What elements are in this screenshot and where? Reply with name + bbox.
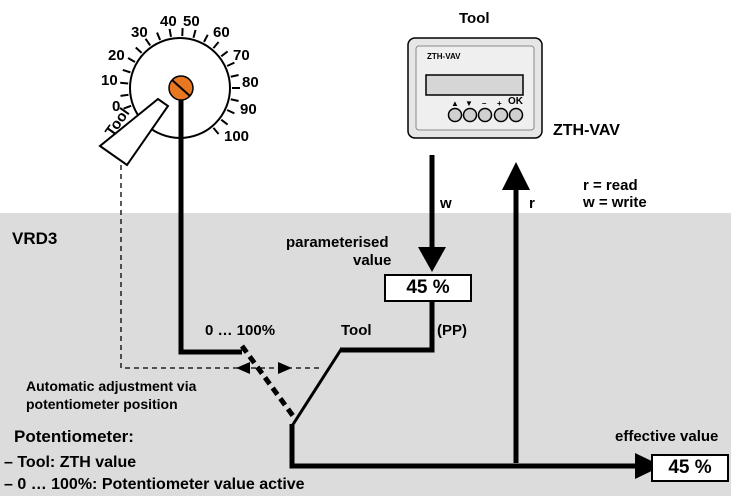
legend-write: w = write <box>583 194 647 211</box>
dial-tick <box>168 28 172 37</box>
dial-tick <box>220 50 229 58</box>
switch-range-label: 0 … 100% <box>205 322 276 339</box>
potentiometer-notes-title: Potentiometer: <box>14 427 134 446</box>
dial-tick <box>135 46 143 54</box>
device-button-label-ok: OK <box>508 96 523 107</box>
dial-tick <box>123 104 132 110</box>
dial-ticks <box>120 28 240 135</box>
dial-tick <box>122 69 131 74</box>
double-arrow-icon <box>236 362 292 374</box>
output-line <box>289 424 640 469</box>
dial-label-20: 20 <box>108 47 125 64</box>
device-buttons <box>447 107 524 123</box>
legend-read: r = read <box>583 177 638 194</box>
effective-value-box: 45 % <box>651 454 729 482</box>
dial-tick <box>127 57 136 63</box>
dial-tick <box>230 98 239 102</box>
dial-label-30: 30 <box>131 24 148 41</box>
dial-tick <box>144 38 151 46</box>
auto-adjust-dashed-line <box>120 165 322 369</box>
parameterised-value-label-line2: value <box>353 252 392 269</box>
dial-label-50: 50 <box>183 13 200 30</box>
dial-label-90: 90 <box>240 101 257 118</box>
dial-tick <box>192 29 197 39</box>
parameterised-value-box: 45 % <box>384 274 472 302</box>
write-arrow <box>418 155 446 272</box>
potentiometer-line <box>178 100 242 355</box>
parameterised-value-label-line1: parameterised <box>286 234 389 251</box>
write-arrow-label: w <box>440 195 452 212</box>
switch-contact-dashed <box>239 344 299 422</box>
pp-line <box>340 302 435 353</box>
system-label: VRD3 <box>12 229 58 248</box>
read-arrow-label: r <box>529 195 535 212</box>
device-button-label-minus: – <box>482 99 487 108</box>
potentiometer-notes-line2: – 0 … 100%: Potentiometer value active <box>4 476 305 493</box>
switch-contact-solid <box>290 347 344 427</box>
device-name: ZTH-VAV <box>553 122 620 139</box>
device-button-label-up: ▲ <box>451 99 459 108</box>
dial-tick <box>212 41 220 49</box>
dial-tick <box>156 32 162 41</box>
potentiometer-notes-line1: – Tool: ZTH value <box>4 454 137 471</box>
dial-tick <box>230 74 239 78</box>
device-button-label-plus: + <box>497 99 502 108</box>
dial-label-10: 10 <box>101 72 118 89</box>
device-screen-label: ZTH-VAV <box>427 52 461 61</box>
dial-tick <box>120 81 129 85</box>
device-button-label-down: ▼ <box>465 99 473 108</box>
dial-tick <box>220 118 229 126</box>
screwdriver-tool <box>98 75 194 167</box>
dial-tick <box>120 93 129 97</box>
tool-top-label: Tool <box>459 10 490 27</box>
dial-tick <box>203 34 209 43</box>
dial-tick <box>226 109 235 115</box>
read-arrow <box>502 162 530 463</box>
auto-adjust-line2: potentiometer position <box>26 396 178 412</box>
output-arrow-icon <box>635 453 662 479</box>
pp-label: (PP) <box>437 322 467 339</box>
dial-label-0: 0 <box>112 98 121 115</box>
dial-tick <box>212 127 220 135</box>
dial-label-60: 60 <box>213 24 230 41</box>
dial-tick <box>226 61 235 67</box>
auto-adjust-line1: Automatic adjustment via <box>26 378 197 394</box>
dial-label-70: 70 <box>233 47 250 64</box>
switch-tool-label: Tool <box>341 322 372 339</box>
zth-vav-device <box>407 37 543 139</box>
effective-value-label: effective value <box>615 428 719 445</box>
vrd3-region <box>0 213 731 496</box>
dial-label-80: 80 <box>242 74 259 91</box>
dial-label-100: 100 <box>224 128 250 145</box>
dial-label-40: 40 <box>160 13 177 30</box>
